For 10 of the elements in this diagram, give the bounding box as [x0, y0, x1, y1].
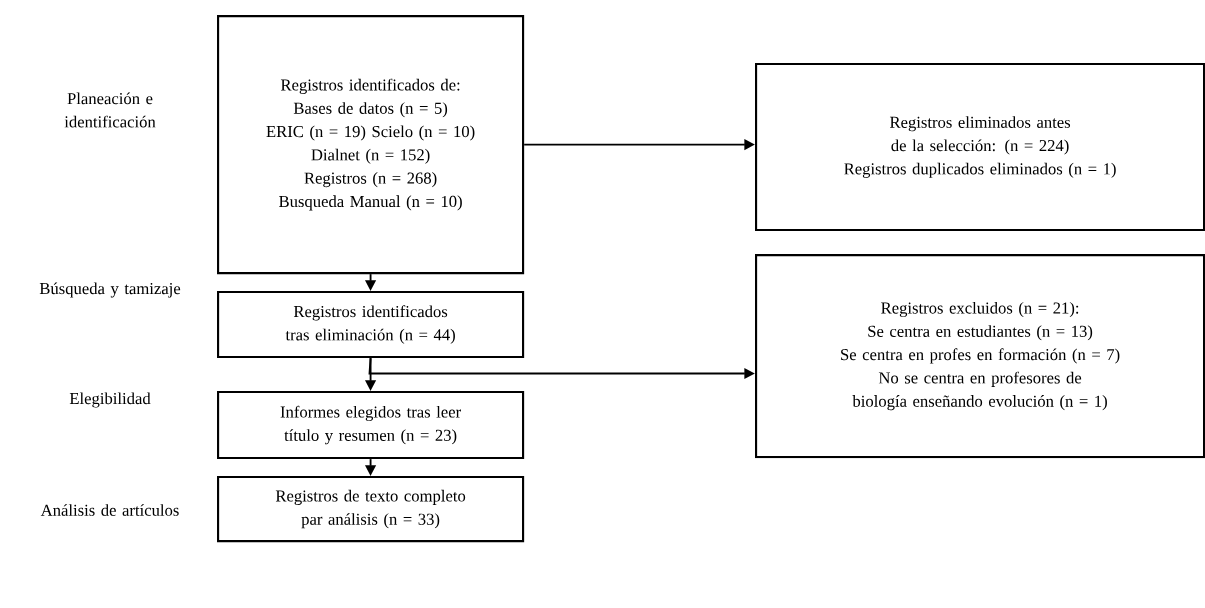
process-box: Informes elegidos tras leer título y resumen (n = 23) — [217, 391, 525, 460]
stage-label: Búsqueda y tamizaje — [39, 282, 181, 298]
process-box: Registros eliminados antes de la selección: (n = 224) Registros duplicados eliminados (n = 1) — [755, 63, 1205, 232]
stage-label: Análisis de artículos — [40, 504, 179, 516]
stage-label: Planeación e identificación — [64, 92, 156, 128]
process-box: Registros identificados de: Bases de datos (n = 5) ERIC (n = 19) Scielo (n = 10) Dialnet (n = 152) Registros (n = 268) Busqueda Manual (n = 10) — [217, 15, 525, 275]
process-box: Registros de texto completo par análisis (n = 33) — [217, 476, 525, 543]
process-box: Registros excluidos (n = 21): Se centra en estudiantes (n = 13) Se centra en profes en formación (n = 7) No se centra en profesores de biología enseñando evolución (n = 1) — [755, 254, 1205, 459]
process-box: Registros identificados tras eliminación (n = 44) — [217, 291, 525, 359]
stage-label: Elegibilidad — [69, 392, 151, 408]
